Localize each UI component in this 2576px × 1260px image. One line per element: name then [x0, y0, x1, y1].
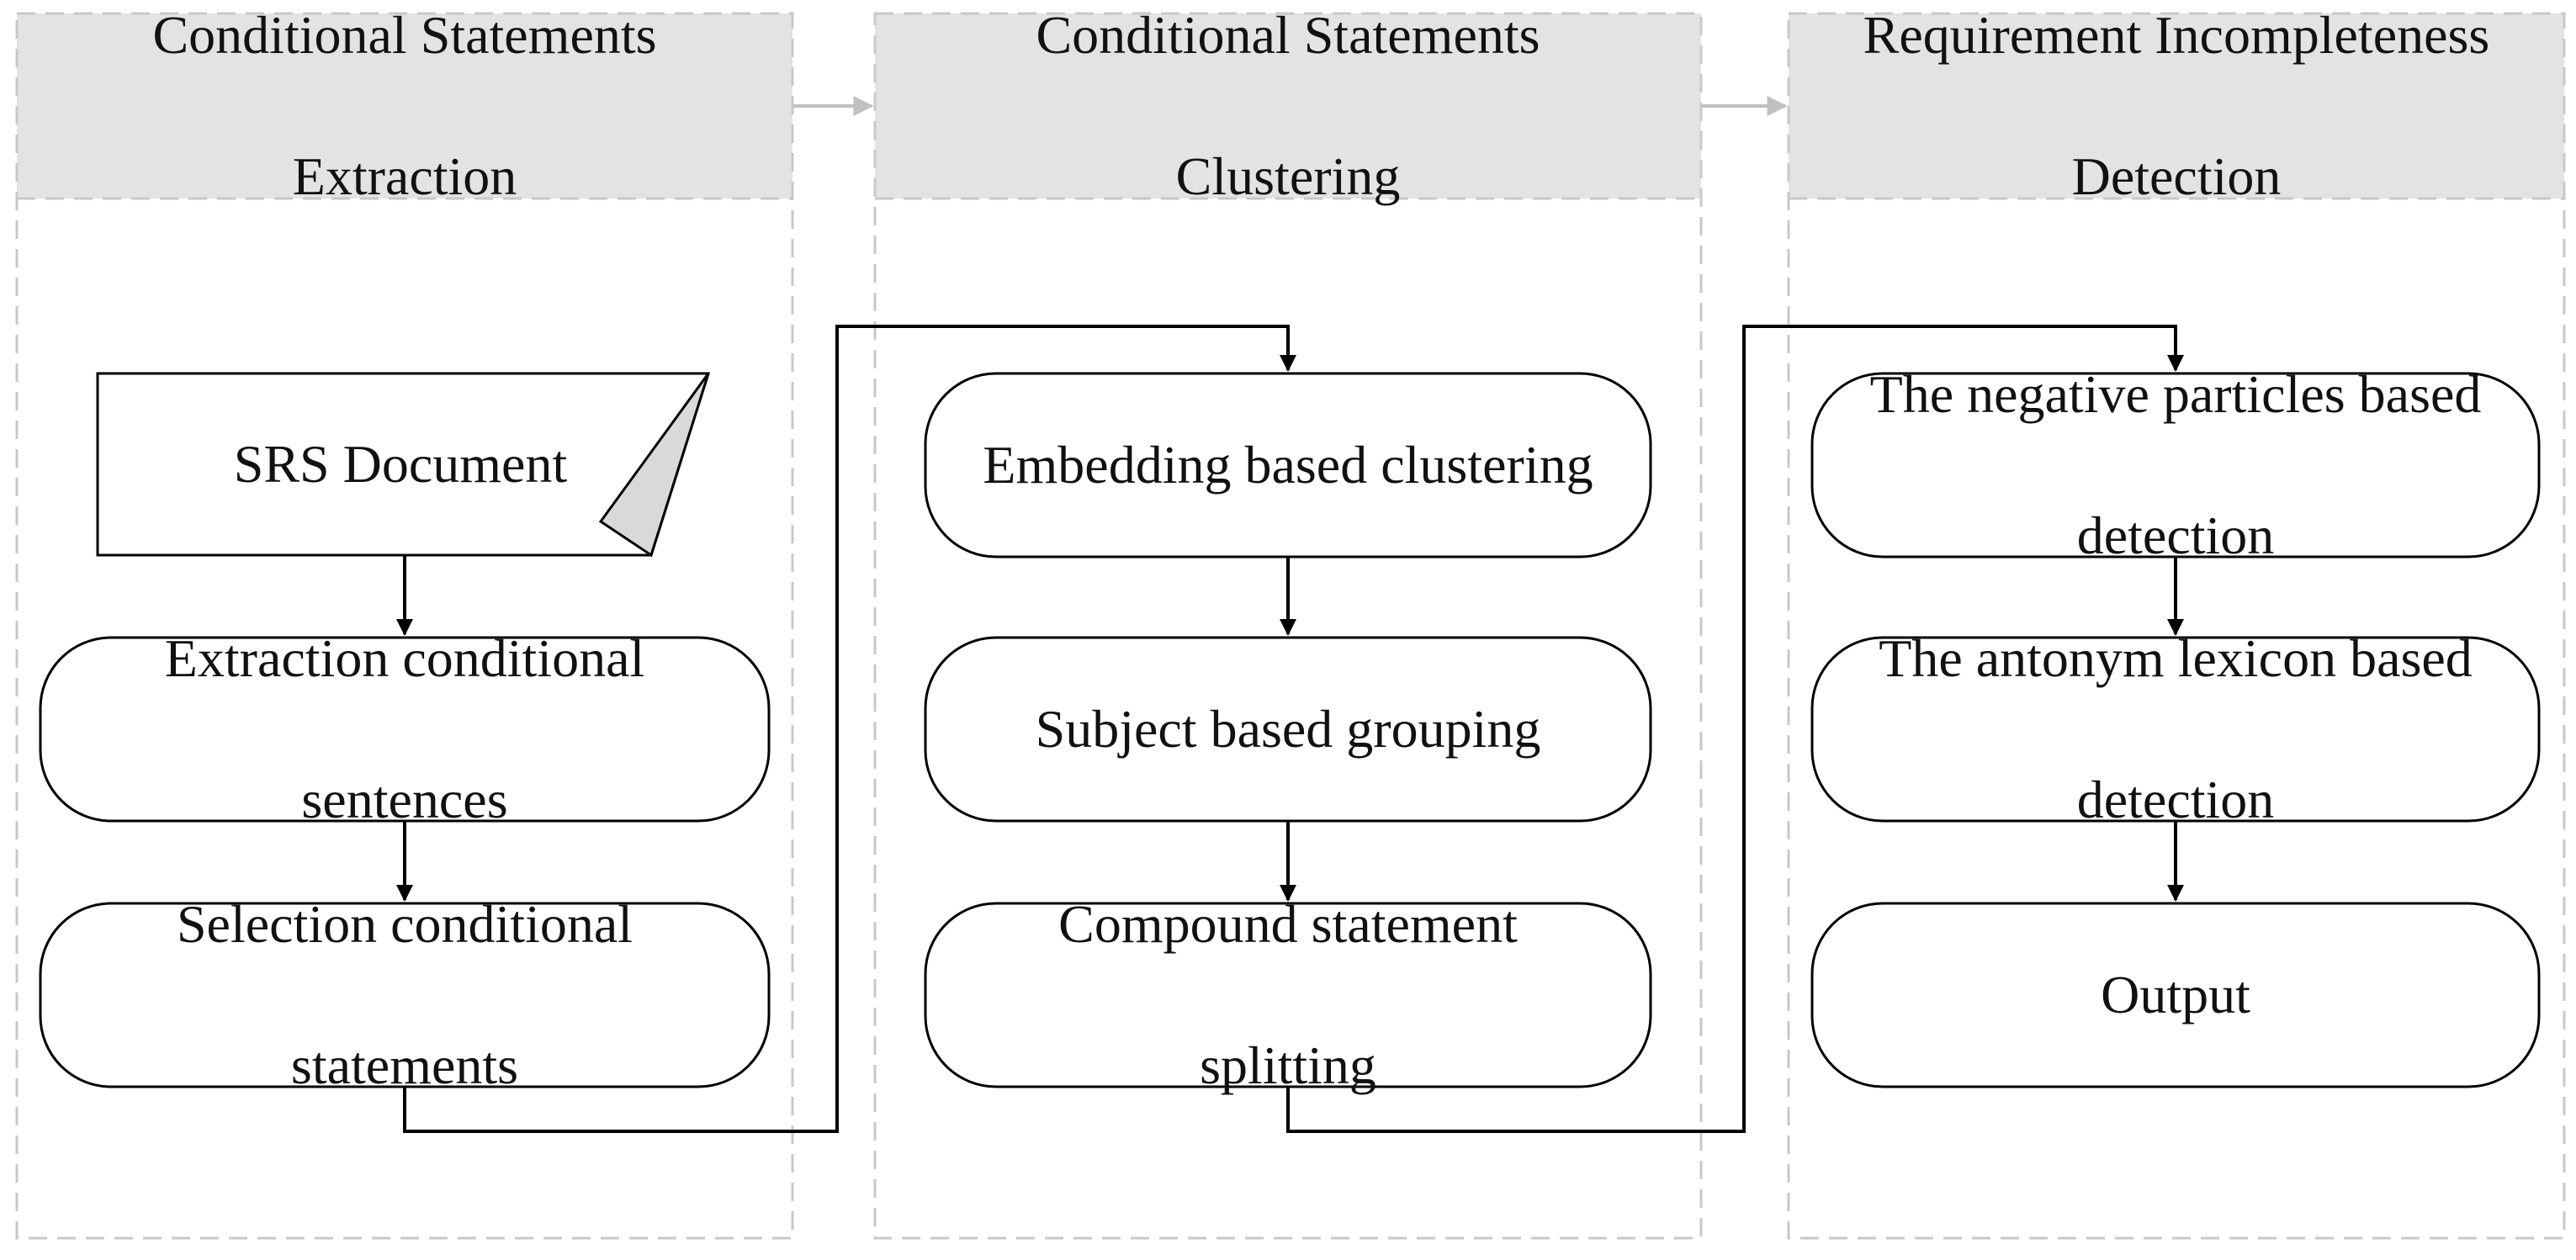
output-label: Output [2101, 965, 2250, 1024]
stage-detection-header [1789, 13, 2564, 199]
extraction-sentences-line2: sentences [301, 770, 508, 829]
stage-extraction-title-line1: Conditional Statements [152, 5, 657, 65]
stage-extraction-title: Conditional Statements Extraction [17, 5, 792, 206]
negative-particles-line2: detection [2076, 506, 2275, 565]
negative-particles-label: The negative particles based detection [1812, 364, 2539, 565]
stage-clustering-title: Conditional Statements Clustering [875, 5, 1701, 206]
compound-splitting-label: Compound statement splitting [925, 894, 1651, 1095]
subject-grouping-label: Subject based grouping [1035, 699, 1541, 759]
stage-extraction-title-line2: Extraction [292, 146, 517, 206]
negative-particles-line1: The negative particles based [1869, 364, 2482, 424]
stage-extraction-frame [15, 12, 794, 1240]
selection-statements-line2: statements [290, 1035, 519, 1095]
output-box [1810, 902, 2541, 1088]
antonym-lexicon-line2: detection [2076, 770, 2275, 829]
srs-document-label: SRS Document [233, 434, 568, 494]
compound-splitting-line1: Compound statement [1058, 894, 1518, 954]
stage-extraction-header [17, 13, 792, 199]
stage-detection-frame [1787, 12, 2566, 1240]
stage-clustering-title-line2: Clustering [1175, 146, 1401, 206]
connector-clustering-to-detection [1286, 325, 2184, 1133]
document-fold [598, 373, 710, 558]
extraction-sentences-line1: Extraction conditional [164, 628, 645, 688]
stage-clustering-frame [873, 12, 1703, 1240]
compound-splitting-line2: splitting [1200, 1035, 1376, 1095]
antonym-lexicon-line1: The antonym lexicon based [1879, 628, 2473, 688]
stage-detection-title: Requirement Incompleteness Detection [1789, 5, 2564, 206]
stage-clustering-title-line1: Conditional Statements [1036, 5, 1540, 65]
stage-detection-title-line1: Requirement Incompleteness [1863, 5, 2490, 65]
selection-statements-line1: Selection conditional [176, 894, 633, 954]
selection-statements-label: Selection conditional statements [40, 894, 769, 1095]
stage-clustering-header [875, 13, 1701, 199]
stage-detection-title-line2: Detection [2071, 146, 2282, 206]
srs-document-shape [96, 372, 711, 558]
extraction-sentences-label: Extraction conditional sentences [40, 628, 769, 829]
connector-extraction-to-clustering [403, 325, 1296, 1133]
antonym-lexicon-label: The antonym lexicon based detection [1812, 628, 2539, 829]
embedding-clustering-label: Embedding based clustering [983, 435, 1593, 495]
